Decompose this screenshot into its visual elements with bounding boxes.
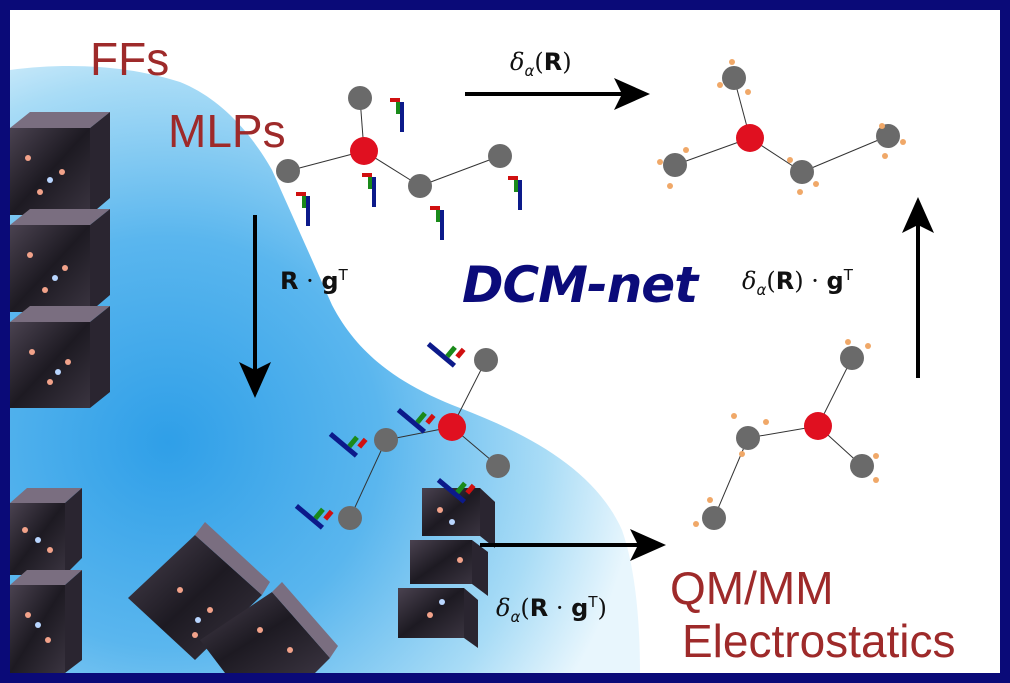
crystal-box bbox=[128, 522, 270, 660]
frame-axes bbox=[296, 98, 522, 240]
crystal-boxes bbox=[10, 112, 495, 673]
delta-r-gt-label: δα(R) · gT bbox=[742, 266, 853, 299]
crystal-box bbox=[10, 112, 110, 215]
ffs-label: FFs bbox=[90, 33, 170, 85]
molecule-rotated bbox=[294, 342, 510, 530]
crystal-box bbox=[10, 306, 110, 408]
carbon-atom bbox=[348, 86, 372, 110]
molecule-rotated-charges bbox=[693, 339, 879, 530]
oxygen-atom bbox=[350, 137, 378, 165]
crystal-box bbox=[10, 488, 82, 575]
carbon-atom bbox=[488, 144, 512, 168]
crystal-box bbox=[200, 582, 338, 673]
carbon-atom bbox=[276, 159, 300, 183]
delta-r-label: δα(R) bbox=[510, 48, 572, 80]
diagram-canvas bbox=[10, 59, 934, 673]
molecule-input bbox=[287, 97, 501, 187]
crystal-box bbox=[10, 570, 82, 673]
delta-rg-label: δα(R · gT) bbox=[496, 593, 607, 626]
electrostatics-label: Electrostatics bbox=[682, 615, 956, 667]
dcm-net-title: DCM-net bbox=[462, 256, 698, 314]
qmmm-label: QM/MM bbox=[670, 562, 834, 614]
mlps-label: MLPs bbox=[168, 105, 286, 157]
crystal-box bbox=[10, 209, 110, 312]
molecule-output bbox=[657, 59, 906, 195]
rotation-label: R · gT bbox=[280, 266, 348, 295]
carbon-atom bbox=[408, 174, 432, 198]
